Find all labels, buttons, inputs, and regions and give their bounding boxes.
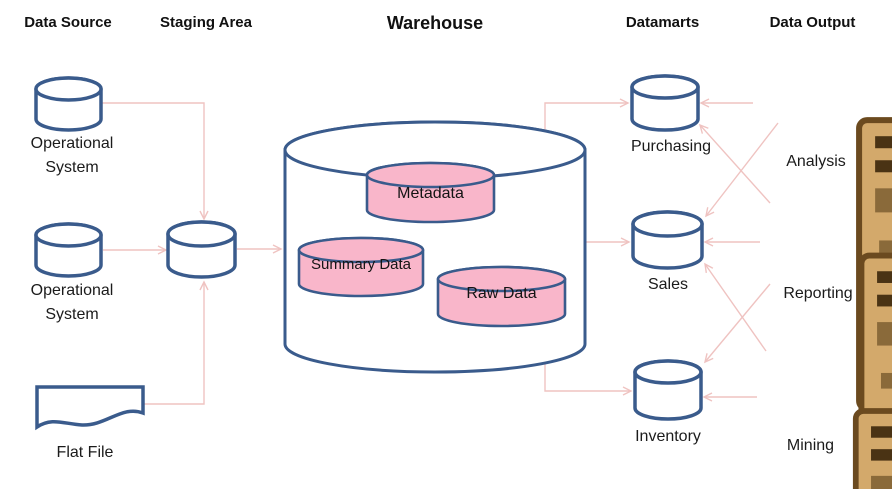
raw-data-label: Raw Data [466, 285, 537, 302]
edge-analysis-sales [705, 122, 779, 218]
header-staging-area: Staging Area [160, 14, 252, 31]
purchasing-label: Purchasing [630, 138, 712, 155]
mining-label: Mining [786, 437, 835, 454]
staging-cylinder [166, 220, 237, 279]
edge-opsystem1-staging [101, 102, 209, 221]
raw-data-cylinder [436, 265, 567, 328]
reporting-label: Reporting [783, 285, 853, 302]
summary-data-cylinder [297, 236, 425, 298]
inventory-label: Inventory [635, 428, 701, 445]
flat-file-label: Flat File [56, 444, 114, 461]
edge-flatfile-staging [143, 280, 209, 405]
inventory-cylinder [633, 359, 703, 421]
metadata-label: Metadata [397, 185, 464, 202]
analysis-label: Analysis [786, 153, 846, 170]
edge-reporting-purchasing [698, 123, 771, 204]
purchasing-cylinder [630, 74, 700, 132]
operational-system-2-cylinder [34, 222, 103, 278]
sales-label: Sales [647, 276, 689, 293]
edge-mining-sales [704, 262, 767, 352]
header-data-output: Data Output [769, 14, 856, 31]
edge-reporting-inventory [703, 283, 771, 364]
header-datamarts: Datamarts [625, 14, 700, 31]
header-warehouse: Warehouse [386, 13, 484, 33]
operational-system-1-label: Operational System [30, 135, 114, 176]
flow-arrows [101, 98, 779, 405]
edge-warehouse-purchasing [544, 98, 630, 132]
flat-file-shape [35, 385, 145, 431]
sales-cylinder [631, 210, 704, 270]
operational-system-2-label: Operational System [30, 282, 114, 323]
metadata-cylinder [365, 161, 496, 224]
summary-data-label: Summary Data [310, 256, 412, 273]
edge-warehouse-inventory [544, 363, 633, 396]
operational-system-1-cylinder [34, 76, 103, 132]
header-data-source: Data Source [24, 14, 112, 31]
